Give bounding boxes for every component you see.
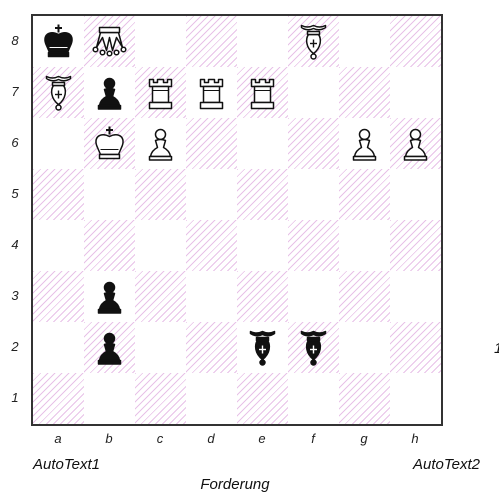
square-e3 (237, 271, 288, 322)
square-e5 (237, 169, 288, 220)
black-bishop-rotated-f2 (288, 322, 339, 373)
square-d3 (186, 271, 237, 322)
square-e4 (237, 220, 288, 271)
square-g1 (339, 373, 390, 424)
black-pawn-b2 (84, 322, 135, 373)
white-rook-c7 (135, 67, 186, 118)
square-a1 (33, 373, 84, 424)
square-h4 (390, 220, 441, 271)
auto-text-2: AutoText2 (413, 456, 480, 473)
square-g3 (339, 271, 390, 322)
square-g8 (339, 16, 390, 67)
square-h2 (390, 322, 441, 373)
white-rook-d7 (186, 67, 237, 118)
square-a5 (33, 169, 84, 220)
square-f1 (288, 373, 339, 424)
square-g7 (339, 67, 390, 118)
square-e6 (237, 118, 288, 169)
square-f4 (288, 220, 339, 271)
white-grasshopper-b8 (84, 16, 135, 67)
auto-text-1: AutoText1 (33, 456, 100, 473)
white-pawn-c6 (135, 118, 186, 169)
rank-label-1: 1 (8, 390, 22, 405)
square-a4 (33, 220, 84, 271)
rank-label-8: 8 (8, 33, 22, 48)
square-c8 (135, 16, 186, 67)
square-g2 (339, 322, 390, 373)
white-king-b6 (84, 118, 135, 169)
square-e8 (237, 16, 288, 67)
rank-label-2: 2 (8, 339, 22, 354)
white-pawn-g6 (339, 118, 390, 169)
white-pawn-h6 (390, 118, 441, 169)
square-c3 (135, 271, 186, 322)
black-pawn-b7 (84, 67, 135, 118)
square-d1 (186, 373, 237, 424)
square-h3 (390, 271, 441, 322)
file-label-d: d (201, 431, 221, 446)
white-bishop-rotated-a7 (33, 67, 84, 118)
square-a2 (33, 322, 84, 373)
square-b1 (84, 373, 135, 424)
file-label-f: f (303, 431, 323, 446)
square-a6 (33, 118, 84, 169)
side-mark: 1 (494, 340, 499, 357)
file-label-h: h (405, 431, 425, 446)
square-c1 (135, 373, 186, 424)
black-bishop-rotated-e2 (237, 322, 288, 373)
rank-label-3: 3 (8, 288, 22, 303)
diagram-caption: Forderung (0, 476, 470, 493)
square-b4 (84, 220, 135, 271)
square-f7 (288, 67, 339, 118)
square-f6 (288, 118, 339, 169)
white-bishop-rotated-f8 (288, 16, 339, 67)
chess-board (31, 14, 443, 426)
square-a3 (33, 271, 84, 322)
black-pawn-b3 (84, 271, 135, 322)
square-c2 (135, 322, 186, 373)
rank-label-4: 4 (8, 237, 22, 252)
rank-label-5: 5 (8, 186, 22, 201)
square-g4 (339, 220, 390, 271)
square-d6 (186, 118, 237, 169)
rank-label-6: 6 (8, 135, 22, 150)
square-d2 (186, 322, 237, 373)
square-d8 (186, 16, 237, 67)
square-h8 (390, 16, 441, 67)
file-label-a: a (48, 431, 68, 446)
square-d5 (186, 169, 237, 220)
file-label-e: e (252, 431, 272, 446)
file-label-b: b (99, 431, 119, 446)
square-c5 (135, 169, 186, 220)
file-label-c: c (150, 431, 170, 446)
square-h5 (390, 169, 441, 220)
black-king-a8 (33, 16, 84, 67)
square-f3 (288, 271, 339, 322)
file-label-g: g (354, 431, 374, 446)
square-g5 (339, 169, 390, 220)
square-e1 (237, 373, 288, 424)
square-f5 (288, 169, 339, 220)
square-h7 (390, 67, 441, 118)
square-c4 (135, 220, 186, 271)
white-rook-e7 (237, 67, 288, 118)
square-h1 (390, 373, 441, 424)
square-d4 (186, 220, 237, 271)
rank-label-7: 7 (8, 84, 22, 99)
square-b5 (84, 169, 135, 220)
